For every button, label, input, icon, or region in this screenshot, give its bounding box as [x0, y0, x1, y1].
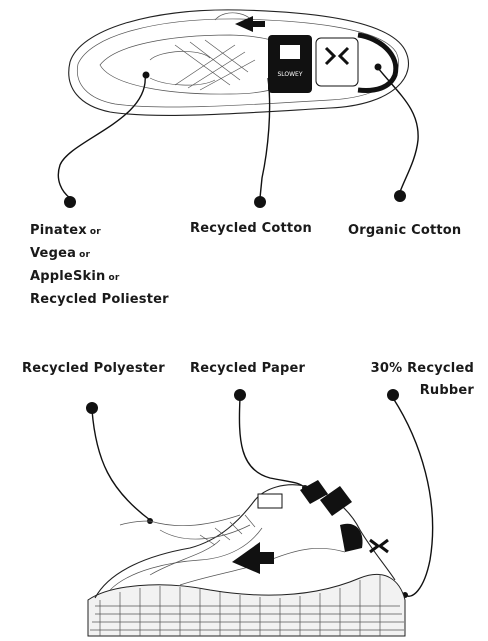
- callout-dot-tag: [234, 389, 246, 401]
- top-callout-lines: [58, 64, 418, 199]
- label-lining: Recycled Cotton: [190, 218, 312, 240]
- upper-option-recycled-poliester: Recycled Poliester: [30, 292, 169, 307]
- top-logo-text: SLOWEY: [277, 71, 302, 78]
- sole-label-line1: 30% Recycled: [371, 358, 474, 380]
- upper-option-pinatex: Pinatex: [30, 223, 87, 238]
- upper-option-appleskin: AppleSkin: [30, 269, 105, 284]
- sole-label-line2: Rubber: [371, 380, 474, 402]
- callout-dot-lining: [254, 196, 266, 208]
- top-shoe-illustration: SLOWEY: [69, 10, 409, 116]
- callout-dot-upper: [64, 196, 76, 208]
- label-laces: Organic Cotton: [348, 220, 461, 242]
- callout-dot-laces: [394, 190, 406, 202]
- label-mesh: Recycled Polyester: [22, 358, 165, 380]
- callout-dot-mesh: [86, 402, 98, 414]
- label-tag: Recycled Paper: [190, 358, 305, 380]
- upper-option-vegea: Vegea: [30, 246, 76, 261]
- label-sole: 30% Recycled Rubber: [371, 358, 474, 402]
- or-text-1: or: [90, 227, 101, 237]
- bottom-shoe-illustration: [88, 480, 405, 636]
- or-text-3: or: [108, 273, 119, 283]
- or-text-2: or: [79, 250, 90, 260]
